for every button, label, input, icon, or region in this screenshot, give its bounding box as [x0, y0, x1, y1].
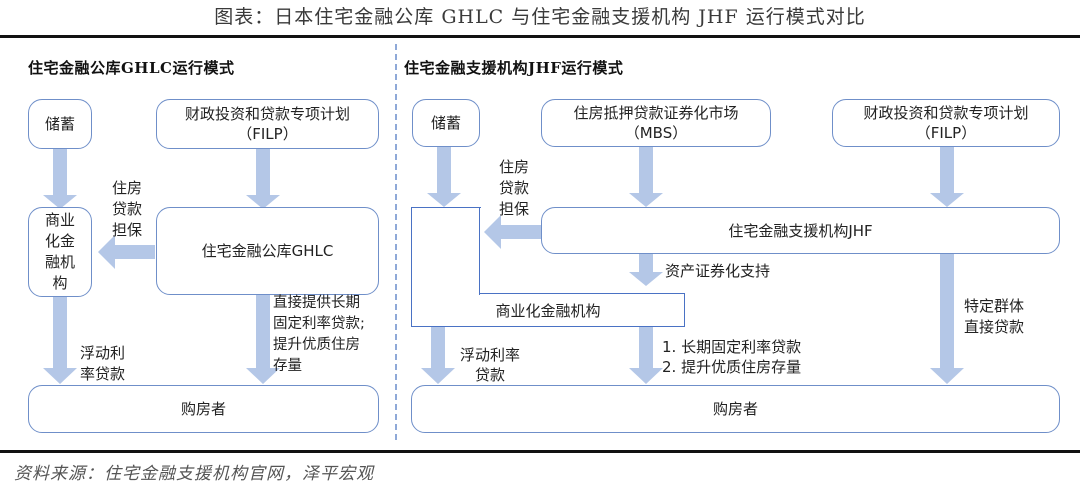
- right-savings-box: 储蓄: [412, 99, 480, 147]
- arrow-commercial-to-buyer: [43, 297, 77, 384]
- right-jhf-text: 住宅金融支援机构JHF: [728, 221, 873, 240]
- left-commercial-text: 商业 化金 融机 构: [44, 211, 75, 292]
- figure-title: 图表：日本住宅金融公库 GHLC 与住宅金融支援机构 JHF 运行模式对比: [214, 6, 866, 28]
- left-label-floating: 浮动利 率贷款: [80, 344, 126, 383]
- left-ghlc-text: 住宅金融公库GHLC: [201, 242, 334, 260]
- left-savings-box: 储蓄: [28, 99, 92, 149]
- right-commercial-frame-bottom: [411, 293, 685, 327]
- arrow-ghlc-to-commercial: [98, 235, 155, 269]
- left-ghlc-box: 住宅金融公库GHLC: [156, 207, 379, 295]
- source-note: 资料来源：住宅金融支援机构官网，泽平宏观: [14, 464, 374, 484]
- arrow-r-commercial-fixed: [629, 326, 663, 384]
- right-filp-text: 财政投资和贷款专项计划 （FILP）: [863, 104, 1029, 142]
- left-label-direct: 直接提供长期 固定利率贷款; 提升优质住房 存量: [273, 295, 365, 374]
- arrow-r-savings-to-commercial: [427, 147, 461, 207]
- arrow-jhf-securitization: [629, 254, 663, 286]
- right-commercial-text: 商业化金融机构: [495, 302, 601, 320]
- arrow-r-commercial-floating: [421, 326, 455, 384]
- right-commercial-frame-inner: [479, 207, 480, 295]
- left-buyer-box: 购房者: [28, 385, 379, 433]
- right-mbs-text: 住房抵押贷款证券化市场 （MBS）: [573, 104, 739, 142]
- left-buyer-text: 购房者: [180, 400, 226, 418]
- left-commercial-box: 商业 化金 融机 构: [28, 207, 92, 297]
- arrow-savings-to-commercial: [43, 149, 77, 209]
- arrow-filp-to-ghlc: [246, 149, 280, 209]
- left-label-guarantee: 住房 贷款 担保: [112, 179, 143, 239]
- left-savings-text: 储蓄: [44, 115, 75, 133]
- left-filp-box: 财政投资和贷款专项计划 （FILP）: [156, 99, 379, 149]
- right-buyer-text: 购房者: [712, 400, 758, 418]
- right-label-specific: 特定群体 直接贷款: [964, 297, 1025, 336]
- left-section-title: 住宅金融公库GHLC运行模式: [28, 59, 235, 77]
- section-divider: [395, 44, 397, 440]
- arrow-mbs-to-jhf: [629, 147, 663, 207]
- right-commercial-frame-inner-bottom: [479, 293, 685, 294]
- left-filp-text: 财政投资和贷款专项计划 （FILP）: [184, 105, 350, 143]
- right-label-securitization: 资产证券化支持: [665, 262, 771, 280]
- arrow-jhf-to-buyer: [930, 254, 964, 384]
- right-buyer-box: 购房者: [411, 385, 1060, 433]
- right-label-floating: 浮动利率 贷款: [460, 346, 521, 384]
- right-savings-text: 储蓄: [430, 114, 461, 132]
- right-mbs-box: 住房抵押贷款证券化市场 （MBS）: [541, 99, 771, 147]
- right-filp-box: 财政投资和贷款专项计划 （FILP）: [832, 99, 1060, 147]
- arrow-jhf-to-commercial: [484, 215, 541, 249]
- top-rule: [0, 35, 1080, 38]
- right-label-fixed: 1. 长期固定利率贷款 2. 提升优质住房存量: [662, 338, 802, 376]
- right-label-guarantee: 住房 贷款 担保: [499, 158, 530, 218]
- right-jhf-box: 住宅金融支援机构JHF: [541, 207, 1060, 254]
- arrow-r-filp-to-jhf: [930, 147, 964, 207]
- bottom-rule: [0, 450, 1080, 453]
- right-section-title: 住宅金融支援机构JHF运行模式: [404, 59, 624, 77]
- arrow-ghlc-to-buyer: [246, 295, 280, 384]
